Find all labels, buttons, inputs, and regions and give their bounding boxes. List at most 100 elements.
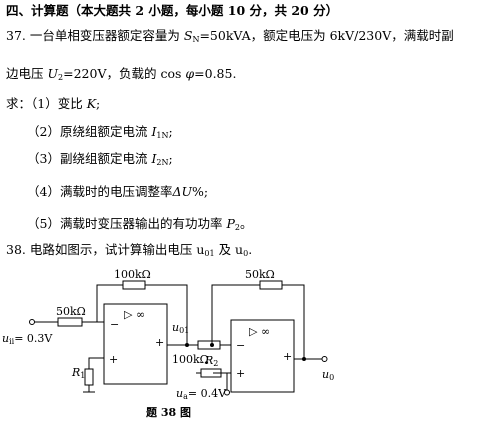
resistor-feedback1	[122, 280, 146, 290]
input-terminal-ui	[29, 319, 35, 325]
label-uo: u0	[322, 368, 334, 382]
q37-item-symbol: P	[226, 216, 235, 231]
q37-item-symbol: I	[151, 124, 157, 139]
label-r-mid: 100kΩ	[172, 353, 209, 366]
circuit-diagram: 100kΩ 50kΩ uii= 0.3V R1 ▷ ∞ − + + u01 10…	[2, 268, 334, 419]
q37-item-text: 满载时的电压调整率	[59, 184, 173, 199]
label-ui-sub: ii	[9, 337, 15, 346]
q37-item-num: （5）	[27, 216, 60, 231]
r1-wire	[88, 357, 104, 369]
label-ua-sub: a	[183, 392, 188, 401]
u2-value: =220V，负载的 cos	[63, 66, 186, 81]
q38-stem: 电路如图示，试计算输出电压 u	[29, 242, 205, 257]
label-u01: u01	[172, 321, 189, 335]
pf-value: =0.85.	[194, 66, 237, 81]
junction-u01	[185, 343, 189, 347]
q38-stem-mid: 及 u	[214, 242, 244, 257]
opamp1-gain: ▷ ∞	[124, 308, 145, 321]
q37-item-2: （2）原绕组额定电流 I1N;	[27, 124, 173, 140]
resistor-r1	[84, 368, 94, 386]
label-u01-symbol: u	[172, 321, 179, 334]
u2-sub: 2	[58, 73, 64, 82]
label-r2-symbol: R	[204, 354, 213, 367]
q37-item-tail: ;	[96, 96, 101, 111]
phi-symbol: φ	[185, 66, 195, 81]
feedback2-wire-right	[282, 284, 305, 359]
q37-item-sub: 2	[234, 223, 240, 232]
label-r2: R2	[204, 354, 218, 368]
sn-value: =50kVA，额定电压为 6kV/230V，满载时副	[199, 28, 454, 43]
label-r1-symbol: R	[71, 366, 80, 379]
q37-item-tail: ;	[168, 124, 173, 139]
label-r2-sub: 2	[213, 359, 218, 368]
opamp2-minus: −	[236, 339, 245, 352]
q37-item-tail: ;	[168, 151, 173, 166]
q37-item-3: （3）副绕组额定电流 I2N;	[27, 151, 173, 167]
q38-u01-sub: 01	[204, 249, 215, 258]
feedback2-wire-left	[211, 284, 260, 345]
input-terminal-ua	[224, 389, 230, 396]
section-title: 四、计算题（本大题共 2 小题，每小题 10 分，共 20 分）	[6, 3, 339, 18]
label-u01-sub: 01	[179, 326, 189, 335]
label-ui: uii= 0.3V	[2, 332, 53, 346]
sn-symbol: S	[183, 28, 193, 43]
opamp2-gain: ▷ ∞	[249, 325, 270, 338]
label-uo-symbol: u	[322, 368, 329, 381]
q37-item-text: 副绕组额定电流	[59, 151, 152, 166]
q37-item-tail: 。	[239, 216, 253, 231]
q37-item-sub: 2N	[156, 158, 169, 167]
q37-number: 37.	[6, 28, 26, 43]
q38-stem-end: .	[248, 242, 253, 257]
q37-item-symbol: ΔU	[172, 184, 193, 199]
label-ua: ua= 0.4V	[176, 387, 227, 401]
q37-ask-prefix: 求：	[6, 96, 32, 111]
opamp1-plus: +	[109, 353, 118, 366]
opamp1-minus: −	[110, 318, 119, 331]
label-r1-sub: 1	[80, 371, 85, 380]
q37-line1: 37. 一台单相变压器额定容量为 SN=50kVA，额定电压为 6kV/230V…	[6, 28, 454, 44]
q37-item-sub: 1N	[156, 131, 169, 140]
label-uo-sub: 0	[329, 373, 334, 382]
feedback1-wire-right	[145, 284, 188, 345]
sn-sub: N	[192, 35, 200, 44]
q37-item-tail: %;	[192, 184, 209, 199]
q37-item-num: （1）	[31, 96, 58, 111]
resistor-mid	[197, 340, 221, 350]
label-ui-symbol: u	[2, 332, 9, 345]
feedback1-wire-left	[96, 284, 123, 322]
opamp1-plus-out: +	[155, 336, 164, 349]
q37-item-text: 变比	[57, 96, 87, 111]
q37-item-num: （4）	[27, 184, 60, 199]
q37-item-text: 满载时变压器输出的有功功率	[59, 216, 227, 231]
q37-item-5: （5）满载时变压器输出的有功功率 P2。	[27, 216, 252, 232]
label-r-feedback2: 50kΩ	[245, 268, 275, 281]
label-r-input1: 50kΩ	[56, 305, 86, 318]
q37-item-num: （2）	[27, 124, 60, 139]
q38-u0-sub: 0	[243, 249, 249, 258]
q37-line2: 边电压 U2=220V，负载的 cos φ=0.85.	[6, 66, 236, 82]
q37-stem-part2: 边电压	[6, 66, 48, 81]
label-ui-value: = 0.3V	[14, 332, 53, 345]
output-terminal-uo	[321, 356, 328, 362]
label-ua-value: = 0.4V	[188, 387, 227, 400]
q37-stem-part1: 一台单相变压器额定容量为	[29, 28, 184, 43]
resistor-feedback2	[259, 280, 283, 290]
q37-ask-line: 求：（1）变比 K;	[6, 96, 100, 112]
junction-mid	[210, 343, 214, 347]
q38-number: 38.	[6, 242, 26, 257]
q37-item-text: 原绕组额定电流	[59, 124, 152, 139]
label-r1: R1	[71, 366, 85, 380]
label-r-feedback1: 100kΩ	[114, 268, 151, 281]
resistor-input1	[57, 317, 83, 327]
u2-symbol: U	[47, 66, 59, 81]
q37-item-symbol: K	[86, 96, 97, 111]
opamp-2-box	[230, 319, 295, 393]
figure-caption: 题 38 图	[146, 406, 191, 419]
label-ua-symbol: u	[176, 387, 183, 400]
q37-item-num: （3）	[27, 151, 60, 166]
opamp2-plus: +	[236, 367, 245, 380]
opamp2-plus-out: +	[283, 350, 292, 363]
q37-item-4: （4）满载时的电压调整率ΔU%;	[27, 184, 208, 200]
junction-output	[302, 357, 306, 361]
opamp-1-box	[103, 303, 168, 385]
